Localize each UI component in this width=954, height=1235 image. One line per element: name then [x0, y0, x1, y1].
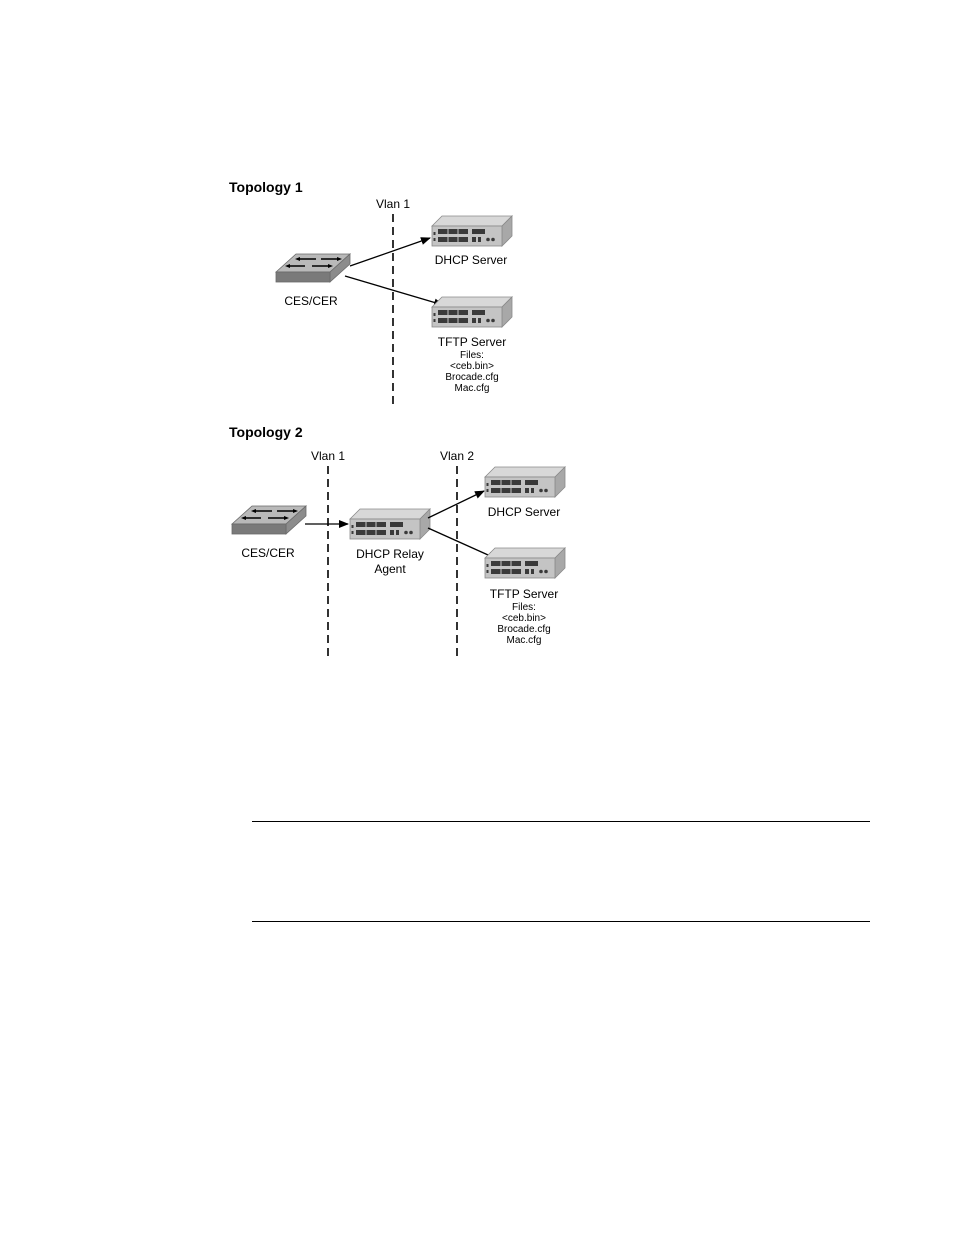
- topology-1-switch-icon: [276, 254, 350, 282]
- topology-2-title: Topology 2: [229, 424, 303, 440]
- topology-2-link-tftp: [428, 528, 497, 559]
- topology-2-tftp-file-0: Files:: [512, 602, 536, 613]
- network-topology-figure: Topology 1 Vlan 1 CES/CER DHCP Server TF…: [0, 0, 954, 700]
- topology-2-switch-label: CES/CER: [241, 546, 295, 560]
- topology-1-tftp-file-1: <ceb.bin>: [450, 361, 494, 372]
- topology-2-dhcp-label: DHCP Server: [488, 505, 560, 519]
- topology-2-dhcp-server-icon: [485, 467, 565, 497]
- horizontal-rule-bottom: [252, 921, 870, 922]
- topology-1-tftp-label: TFTP Server: [438, 335, 506, 349]
- topology-2-switch-icon: [232, 506, 306, 534]
- topology-2-relay-agent-icon: [350, 509, 430, 539]
- topology-1-link-dhcp: [350, 238, 430, 266]
- topology-2-tftp-file-1: <ceb.bin>: [502, 613, 546, 624]
- topology-1: Topology 1 Vlan 1 CES/CER DHCP Server TF…: [229, 179, 512, 404]
- horizontal-rule-top: [252, 821, 870, 822]
- topology-1-vlan-label: Vlan 1: [376, 197, 410, 211]
- topology-1-dhcp-server-icon: [432, 216, 512, 246]
- topology-1-switch-label: CES/CER: [284, 294, 338, 308]
- topology-1-link-tftp: [345, 276, 443, 305]
- topology-1-tftp-file-0: Files:: [460, 350, 484, 361]
- topology-2: Topology 2 Vlan 1 Vlan 2 CES/CER DHCP Re…: [229, 424, 565, 656]
- topology-2-tftp-label: TFTP Server: [490, 587, 558, 601]
- topology-1-dhcp-label: DHCP Server: [435, 253, 507, 267]
- topology-2-link-dhcp: [428, 491, 484, 518]
- topology-2-tftp-server-icon: [485, 548, 565, 578]
- topology-1-tftp-server-icon: [432, 297, 512, 327]
- topology-2-relay-label-line-2: Agent: [374, 562, 406, 576]
- topology-1-title: Topology 1: [229, 179, 303, 195]
- topology-2-vlan2-label: Vlan 2: [440, 449, 474, 463]
- topology-2-tftp-file-3: Mac.cfg: [506, 635, 541, 646]
- topology-1-tftp-file-3: Mac.cfg: [454, 383, 489, 394]
- topology-2-vlan1-label: Vlan 1: [311, 449, 345, 463]
- topology-1-tftp-file-2: Brocade.cfg: [445, 372, 498, 383]
- topology-2-tftp-file-2: Brocade.cfg: [497, 624, 550, 635]
- topology-2-relay-label-line-1: DHCP Relay: [356, 547, 424, 561]
